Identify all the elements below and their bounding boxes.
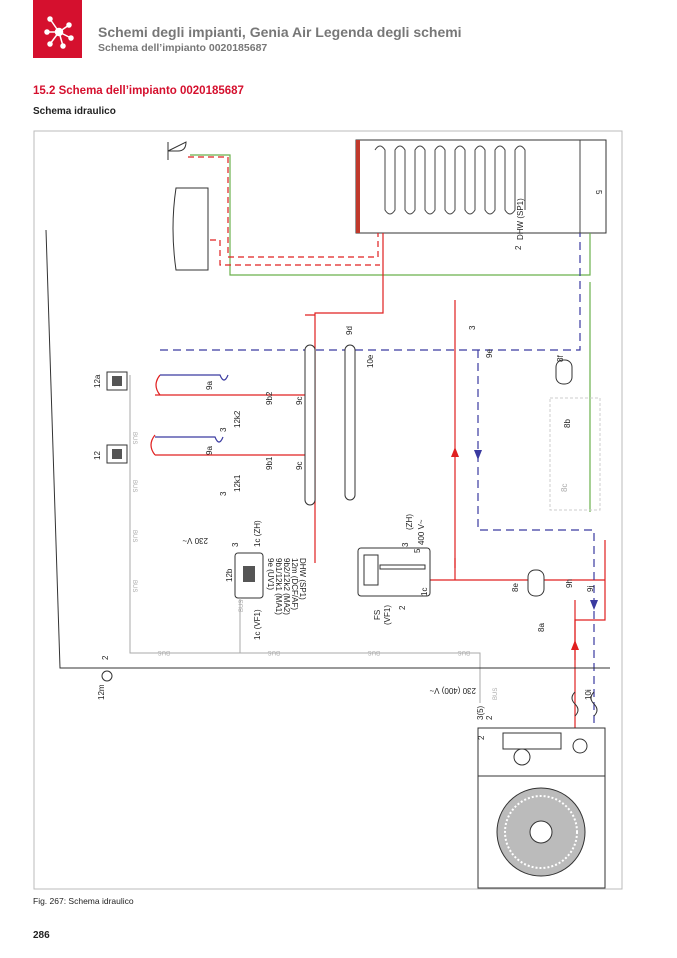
- input-label: 12m (DCF/AF): [290, 558, 299, 610]
- expansion-vessel-8f: [555, 359, 573, 385]
- flow-arrow-icon: [571, 640, 579, 650]
- label-9j: 9j: [586, 586, 595, 592]
- bus-label: BUS: [158, 649, 170, 655]
- return-arrow-icon: [590, 600, 598, 610]
- label-9b2: 9b2: [265, 391, 274, 405]
- label-12b-3: 3: [231, 542, 240, 547]
- label-12k2: 12k2: [233, 410, 242, 428]
- bus-label: BUS: [131, 530, 137, 542]
- label-9a: 9a: [205, 381, 214, 390]
- input-label: 9b1/12k1 (MA1): [274, 558, 283, 615]
- page-subtitle: Schema dell’impianto 0020185687: [98, 42, 268, 54]
- label-fs-vf1: (VF1): [383, 605, 392, 625]
- label-9a: 9a: [205, 446, 214, 455]
- network-icon: [44, 16, 74, 49]
- label-9e-3: 3: [468, 325, 477, 330]
- label-8a: 8a: [537, 623, 546, 632]
- label-12: 12: [93, 451, 102, 460]
- label-12m-2: 2: [101, 655, 110, 660]
- label-1c-vf1: 1c (VF1): [253, 609, 262, 640]
- label-9e: 9e: [485, 349, 494, 358]
- label-fs-3: 3: [401, 542, 410, 547]
- label-10e: 10e: [366, 354, 375, 368]
- label-3: 3: [219, 427, 228, 432]
- label-9h: 9h: [565, 579, 574, 588]
- label-fs: FS: [373, 610, 382, 620]
- label-tank-2: 2: [514, 245, 523, 250]
- label-zh: (ZH): [405, 514, 414, 530]
- label-dhw-sensor: DHW (SP1): [516, 198, 525, 240]
- dhw-storage-tank: 5 DHW (SP1) 2: [355, 139, 607, 250]
- label-230-400v: 230 (400) V~: [429, 686, 476, 695]
- bus-label: BUS: [131, 580, 137, 592]
- input-label: DHW (SP1): [298, 558, 307, 600]
- boundary-line: [45, 229, 610, 669]
- controller-12b: [234, 552, 264, 599]
- label-8b: 8b: [563, 419, 572, 428]
- label-fs-5: 5: [413, 548, 422, 553]
- flow-station-fs: [357, 547, 431, 597]
- bus-label: BUS: [368, 649, 380, 655]
- bathtub: [172, 187, 209, 271]
- label-9d: 9d: [345, 326, 354, 335]
- pipes: [150, 154, 606, 750]
- controller-12a: [106, 371, 128, 391]
- flow-arrow-icon: [451, 447, 459, 457]
- bus-label: BUS: [458, 649, 470, 655]
- label-1c-zh: 1c (ZH): [253, 520, 262, 547]
- bus-label: BUS: [239, 600, 245, 612]
- label-hp-2: 2: [477, 735, 486, 740]
- label-12k1: 12k1: [233, 474, 242, 492]
- page-title: Schemi degli impianti, Genia Air Legenda…: [98, 24, 462, 40]
- bus-label: BUS: [131, 480, 137, 492]
- label-fs-2: 2: [398, 605, 407, 610]
- label-9c: 9c: [295, 397, 304, 405]
- bus-label: BUS: [131, 432, 137, 444]
- label-230v: 230 V~: [182, 536, 208, 545]
- label-12b: 12b: [225, 568, 234, 582]
- label-8c: 8c: [560, 484, 569, 492]
- label-8e: 8e: [511, 583, 520, 592]
- sink: [167, 141, 187, 160]
- brand-logo: [33, 0, 82, 58]
- input-label: 9b2/12k2 (MA2): [282, 558, 291, 615]
- filling-group-8c: [549, 397, 601, 511]
- label-10i: 10i: [584, 689, 593, 700]
- bus-lines: [129, 375, 481, 703]
- expansion-vessel-8e: [527, 569, 545, 597]
- heat-pump-outdoor-unit: [477, 727, 606, 889]
- label-12m: 12m: [97, 684, 106, 700]
- label-400v: 400 V~: [417, 519, 426, 545]
- label-9c: 9c: [295, 462, 304, 470]
- diagram-frame: [33, 130, 623, 890]
- page-number: 286: [33, 930, 50, 941]
- label-hp-2a: 2: [485, 715, 494, 720]
- return-arrow-icon: [474, 450, 482, 460]
- outdoor-sensor-icon: [101, 670, 113, 682]
- figure-caption: Fig. 267: Schema idraulico: [33, 896, 134, 906]
- hydraulic-separator-return: [344, 344, 356, 501]
- subheading: Schema idraulico: [33, 106, 116, 117]
- bus-label: BUS: [268, 649, 280, 655]
- flexible-hoses-10i: [571, 691, 598, 717]
- bus-label: BUS: [493, 688, 499, 700]
- label-9b1: 9b1: [265, 456, 274, 470]
- label-tank: 5: [594, 190, 603, 195]
- hydraulic-separator: [304, 344, 316, 506]
- section-heading: 15.2 Schema dell’impianto 0020185687: [33, 85, 244, 97]
- input-label: 9e (UV1): [266, 558, 275, 590]
- label-12a: 12a: [93, 374, 102, 388]
- label-1c: 1c: [420, 588, 429, 596]
- label-8f: 8f: [556, 355, 565, 362]
- label-3: 3: [219, 491, 228, 496]
- label-3-5: 3(5): [476, 705, 485, 720]
- controller-12: [106, 444, 128, 464]
